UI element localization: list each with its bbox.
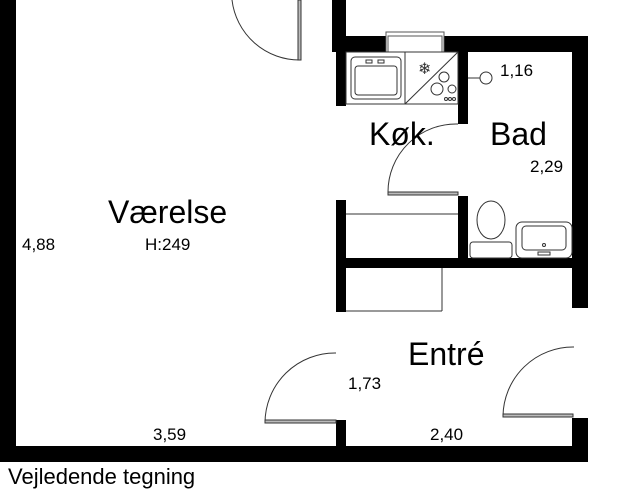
walls bbox=[0, 0, 588, 462]
wall-bath-left-lower bbox=[458, 196, 468, 266]
drawing-caption: Vejledende tegning bbox=[8, 464, 196, 489]
wall-left bbox=[0, 0, 16, 460]
wall-kitchen-left bbox=[336, 50, 346, 106]
room-label-entre: Entré bbox=[408, 336, 485, 372]
toilet-bowl-icon bbox=[476, 200, 506, 240]
room-label-bad: Bad bbox=[490, 116, 547, 152]
wall-kitchen-top-b bbox=[442, 36, 588, 52]
door-arc-bath bbox=[387, 123, 459, 193]
dimension-entre-b: 2,40 bbox=[430, 425, 464, 444]
wall-hall-left-lower bbox=[336, 420, 346, 460]
dimension-vaerelse-width: 3,59 bbox=[153, 425, 187, 444]
dimension-bad-b: 2,29 bbox=[530, 157, 564, 176]
doors bbox=[231, 0, 575, 424]
closets bbox=[346, 213, 458, 312]
dimension-vaerelse-length: 4,88 bbox=[22, 235, 56, 254]
door-leaf-vaerelse bbox=[264, 419, 337, 424]
wall-kitchen-bath bbox=[458, 50, 468, 124]
wall-right-mid bbox=[572, 100, 588, 308]
kitchen-counter: ❄ bbox=[345, 51, 459, 105]
floor-drain-icon bbox=[479, 71, 493, 85]
wall-hall-left-upper bbox=[336, 200, 346, 312]
door-leaf-entre bbox=[502, 413, 574, 418]
room-label-kok: Køk. bbox=[369, 116, 435, 152]
door-leaf-bath bbox=[387, 191, 459, 196]
bath-fixtures bbox=[468, 71, 573, 259]
snowflake-icon: ❄ bbox=[418, 59, 431, 78]
window bbox=[385, 31, 445, 53]
door-arc-vaerelse bbox=[264, 352, 337, 424]
wall-right-lower bbox=[572, 418, 588, 462]
door-arc-top bbox=[231, 0, 301, 61]
wall-bottom bbox=[0, 446, 588, 462]
dimension-bad-a: 1,16 bbox=[500, 61, 534, 80]
room-label-vaerelse: Værelse bbox=[108, 194, 228, 230]
hob-ring bbox=[438, 71, 450, 83]
wall-kitchen-top-a bbox=[332, 36, 388, 52]
toilet-tank-icon bbox=[469, 241, 513, 259]
room-height-vaerelse: H:249 bbox=[145, 235, 191, 254]
door-arc-entre bbox=[502, 346, 575, 417]
wall-right-upper bbox=[572, 36, 588, 108]
wall-hall-top bbox=[336, 258, 588, 268]
door-leaf-top bbox=[297, 0, 302, 61]
dimension-entre-a: 1,73 bbox=[348, 374, 382, 393]
